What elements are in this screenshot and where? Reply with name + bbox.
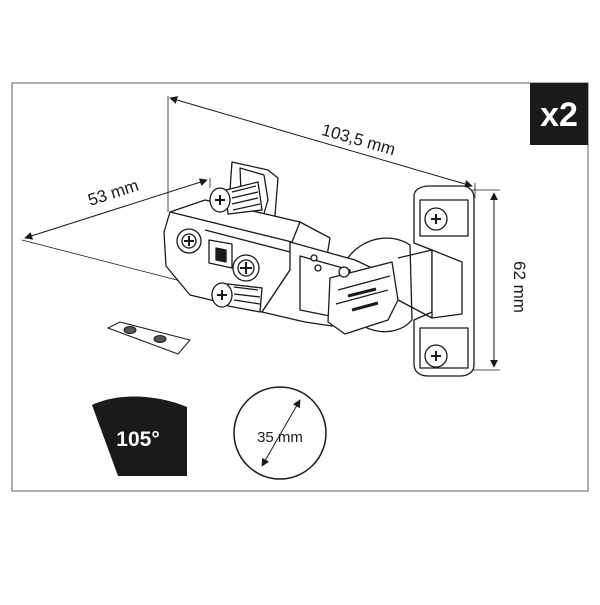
cup-diameter-indicator: 35 mm bbox=[233, 386, 327, 480]
screw-left bbox=[176, 228, 202, 254]
frame-border bbox=[11, 82, 589, 492]
cup-diameter-label: 35 mm bbox=[257, 429, 303, 446]
screw-door-bottom bbox=[424, 344, 448, 368]
screw-middle bbox=[232, 254, 260, 282]
screw-bottom bbox=[211, 282, 263, 313]
depth-dimension bbox=[21, 178, 211, 287]
quantity-label: x2 bbox=[540, 96, 578, 134]
opening-angle-label: 105° bbox=[116, 428, 159, 451]
opening-angle-badge: 105° bbox=[92, 396, 187, 476]
screw-door-top bbox=[424, 207, 448, 231]
cover-cap bbox=[106, 321, 191, 355]
height-dimension bbox=[470, 189, 500, 371]
quantity-badge: x2 bbox=[530, 83, 588, 145]
screw-top bbox=[209, 181, 263, 215]
hinge-part bbox=[163, 161, 475, 377]
depth-label: 53 mm bbox=[86, 176, 141, 210]
hinge-knuckle bbox=[327, 261, 399, 335]
height-label: 62 mm bbox=[510, 261, 529, 313]
